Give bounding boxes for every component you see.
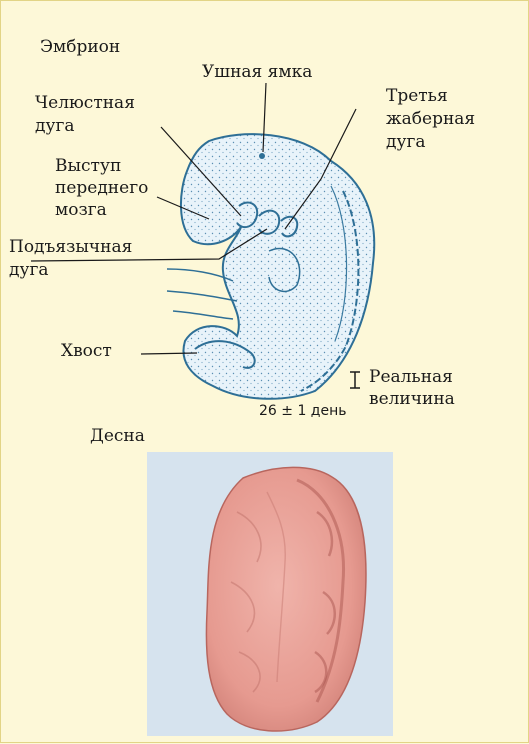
hyoid-arch-label-line2: дуга [9,260,49,281]
gum-heading: Десна [90,426,145,447]
jaw-arch-label-line2: дуга [35,116,75,137]
gum-photo [147,452,393,736]
jaw-arch-label-line1: Челюстная [35,93,135,114]
real-size-label-line2: величина [369,389,455,410]
third-arch-label-line1: Третья [386,86,448,107]
gum-shape [147,452,393,736]
forebrain-label-line1: Выступ [55,156,121,177]
tail-label: Хвост [61,341,112,362]
third-arch-label-line3: дуга [386,132,426,153]
third-arch-label-line2: жаберная [386,109,475,130]
embryo-body [181,134,374,399]
forebrain-label-line2: переднего [55,178,148,199]
age-label: 26 ± 1 день [259,401,347,422]
ear-pit-label: Ушная ямка [202,62,312,83]
real-size-label-line1: Реальная [369,367,453,388]
forebrain-label-line3: мозга [55,200,107,221]
ear-pit-dot [259,153,265,159]
real-size-scale [350,372,360,388]
hyoid-arch-label-line1: Подъязычная [9,237,132,258]
